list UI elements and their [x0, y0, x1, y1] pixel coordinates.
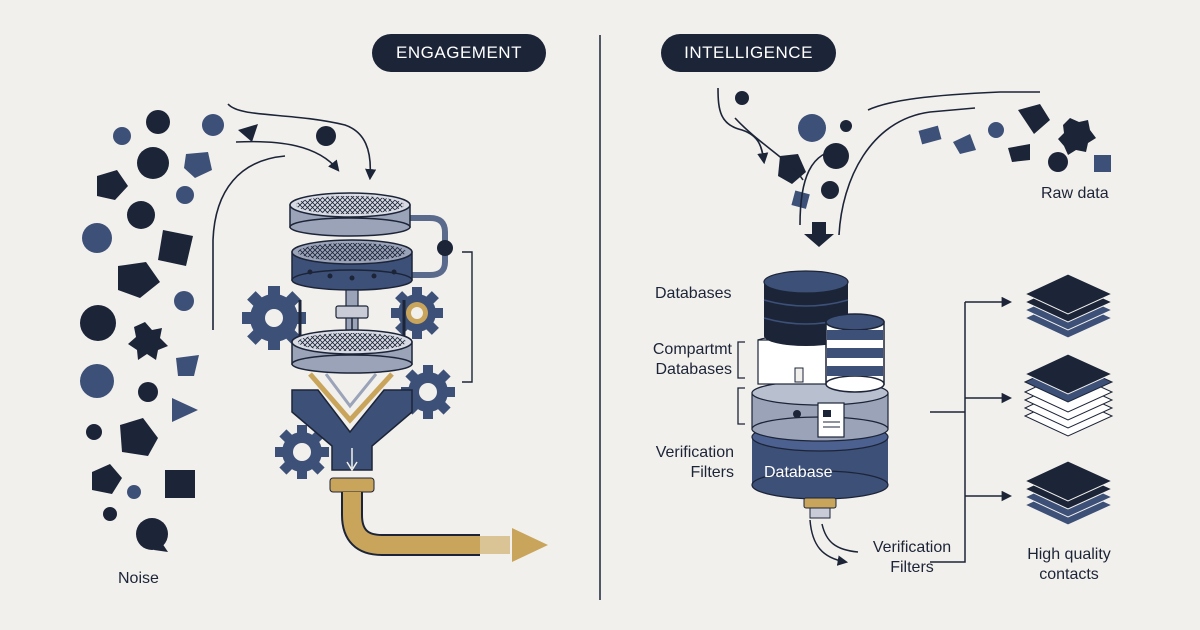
filters-bottom-line: Filters — [890, 559, 934, 576]
verification-bottom-line: Verification — [872, 539, 952, 556]
high-quality-contacts-label: High quality contacts — [1010, 545, 1128, 585]
filter-machine — [242, 192, 548, 562]
filters-line: Filters — [690, 464, 734, 481]
verification-line: Verification — [655, 444, 734, 461]
compartmt-line: Compartmt — [652, 341, 732, 358]
intelligence-flow-lines — [717, 87, 1040, 236]
engagement-title: ENGAGEMENT — [372, 34, 546, 72]
contacts-line: contacts — [1039, 566, 1099, 583]
database-label: Database — [764, 464, 833, 481]
database-stack — [751, 270, 889, 519]
outflow-arrows — [809, 519, 859, 566]
databases-label: Databases — [655, 285, 732, 302]
noise-label: Noise — [118, 570, 159, 587]
contact-layers-middle — [1023, 353, 1114, 437]
label-brackets — [737, 341, 745, 425]
engagement-flow-lines — [212, 103, 377, 330]
branch-arrows — [930, 296, 1013, 563]
contact-layers-top — [1023, 273, 1114, 339]
high-quality-line: High quality — [1027, 546, 1111, 563]
intelligence-title: INTELLIGENCE — [661, 34, 836, 72]
noise-particles — [80, 110, 336, 552]
compartmt-databases-label: Compartmt Databases — [630, 340, 732, 380]
contact-layers-bottom — [1023, 460, 1114, 526]
raw-data-label: Raw data — [1041, 185, 1109, 202]
verification-filters-label: Verification Filters — [630, 443, 734, 483]
verification-filters-bottom-label: Verification Filters — [860, 538, 964, 578]
down-arrow-icon — [804, 222, 834, 247]
databases-line: Databases — [655, 361, 733, 378]
